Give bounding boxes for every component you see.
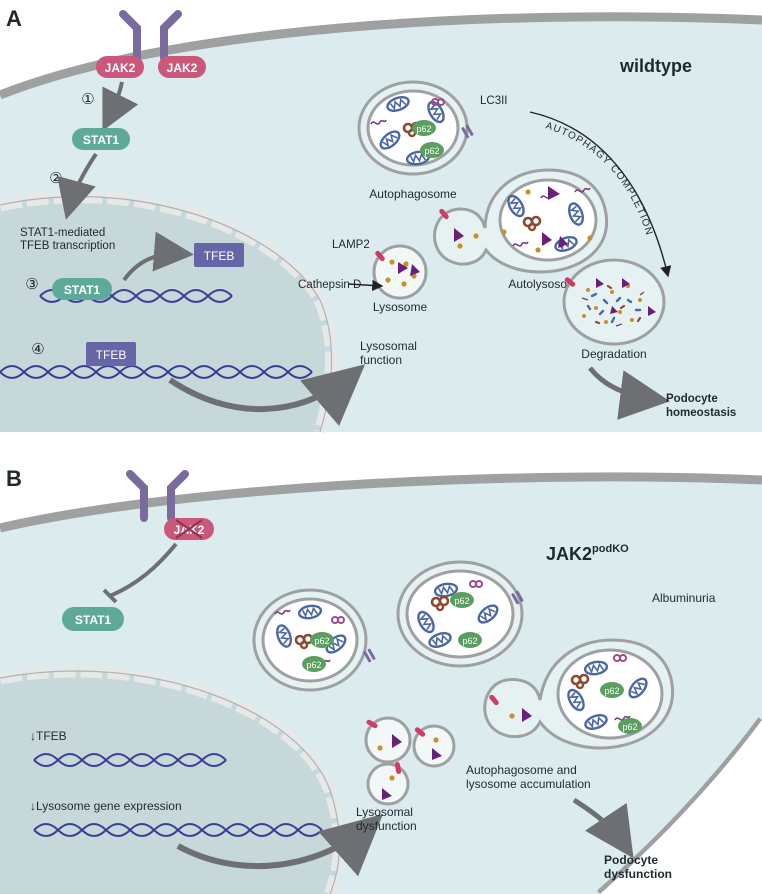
panel-a: A JAK2 JAK2 ① STAT1 ② STAT1-mediated TFE…: [0, 6, 762, 434]
p62-label-b4: p62: [462, 636, 477, 646]
cytokine-receptor-a: [119, 10, 182, 62]
transcription-label-line2: TFEB transcription: [20, 240, 115, 252]
stat1-a-label: STAT1: [83, 133, 120, 147]
gene-expression-to-dysfunction-arrow: [176, 814, 383, 877]
tfeb-a1: [194, 243, 244, 267]
p62-label-b2: p62: [306, 660, 321, 670]
lysosome-a: [372, 244, 428, 300]
jak-inhibition-arrow: [109, 542, 178, 598]
jak2-left-a: [96, 56, 144, 78]
jak2-right-a: [158, 56, 206, 78]
extracellular-space-b: [600, 720, 762, 894]
accumulation-label-line1: Autophagosome and: [466, 763, 577, 777]
accumulation-label-line2: lysosome accumulation: [466, 777, 591, 791]
transcription-label-line1: STAT1-mediated: [20, 227, 105, 239]
dna-helix-b1: [33, 753, 227, 767]
plasma-membrane-a: [0, 12, 762, 100]
lysosome-label: Lysosome: [373, 300, 428, 314]
condition-label-b: JAK2podKO: [546, 543, 629, 564]
cathepsin-d-pointer: [347, 279, 384, 292]
jak2-left-a-label: JAK2: [105, 61, 136, 75]
step-1-marker: ①: [81, 91, 94, 108]
lysosomal-dysfunction-line1: Lysosomal: [356, 805, 413, 819]
tfeb-down-label: ↓TFEB: [30, 729, 67, 743]
autophagosome-a: p62 p62: [357, 80, 474, 176]
autophagosome-lysosome-fusion-b: p62 p62: [483, 638, 675, 750]
lysosome-gene-down-label: ↓Lysosome gene expression: [30, 799, 182, 813]
degradation-vesicle-a: [562, 258, 666, 346]
stat1-nuclear-a: [52, 278, 112, 300]
lysosome-b3: [366, 761, 410, 806]
stat1-nuclear-a-label: STAT1: [64, 283, 101, 297]
autolysosome-a: [433, 168, 609, 274]
step-4-marker: ④: [31, 341, 44, 358]
tfeb-a2-label: TFEB: [96, 348, 127, 362]
inhibition-bar: [102, 588, 118, 604]
degradation-to-homeostasis-arrow: [588, 366, 670, 420]
cathepsin-d-label: Cathepsin D: [298, 279, 361, 291]
lamp2-label: LAMP2: [332, 239, 370, 251]
nucleus-b: [0, 671, 340, 894]
tfeb-to-lysosomal-function-arrow: [168, 364, 366, 427]
outcome-a-line2: homeostasis: [666, 407, 736, 419]
p62-label-b5: p62: [604, 686, 619, 696]
lysosome-b1: [364, 716, 412, 764]
cytokine-receptor-b: [126, 470, 189, 522]
outcome-b-line1: Podocyte: [604, 853, 658, 867]
jak2-right-a-label: JAK2: [167, 61, 198, 75]
p62-label-b3: p62: [454, 596, 469, 606]
stat1-b-label: STAT1: [75, 613, 112, 627]
albuminuria-label: Albuminuria: [652, 591, 716, 605]
lc3ii-label: LC3II: [480, 95, 508, 107]
autophagosome-b2: p62 p62: [396, 560, 524, 668]
nucleus-a: [0, 196, 332, 432]
p62-label-a2: p62: [424, 146, 439, 156]
autophagy-completion-arrow: [529, 111, 672, 278]
tfeb-a1-label: TFEB: [204, 249, 235, 263]
panel-a-letter: A: [6, 6, 22, 31]
p62-label-b6: p62: [622, 722, 637, 732]
condition-label-a: wildtype: [619, 56, 692, 76]
stat1-to-nucleus-arrow: [57, 152, 98, 220]
step-3-marker: ③: [25, 276, 38, 293]
p62-label-b1: p62: [314, 636, 329, 646]
autophagosome-label: Autophagosome: [369, 187, 457, 201]
stat1-to-tfeb-arrow: [122, 231, 194, 282]
outcome-b-line2: dysfunction: [604, 867, 672, 881]
step-2-marker: ②: [49, 170, 62, 187]
accumulation-to-dysfunction-arrow: [572, 797, 634, 859]
lysosome-b2: [412, 724, 456, 768]
tfeb-a2: [86, 342, 136, 366]
outcome-a-line1: Podocyte: [666, 393, 718, 405]
lysosomal-function-line2: function: [360, 353, 402, 367]
dna-helix-b2: [33, 823, 323, 837]
lysosomal-function-line1: Lysosomal: [360, 339, 417, 353]
dna-helix-a2: [0, 365, 313, 379]
lysosomal-dysfunction-line2: dysfunction: [356, 819, 417, 833]
p62-label-a1: p62: [416, 124, 431, 134]
plasma-membrane-b: [0, 472, 762, 533]
stat1-b: [62, 607, 124, 631]
jak-to-stat1-arrow: [102, 81, 139, 132]
autophagosome-b1: p62 p62: [252, 588, 376, 692]
panel-b: B JAK2 STAT1 JAK2podKO Albuminuria ↓TFEB…: [0, 466, 762, 894]
degradation-label: Degradation: [581, 347, 646, 361]
stat1-a: [72, 128, 130, 150]
knockout-cross-icon: [175, 519, 203, 539]
panel-b-letter: B: [6, 466, 22, 491]
